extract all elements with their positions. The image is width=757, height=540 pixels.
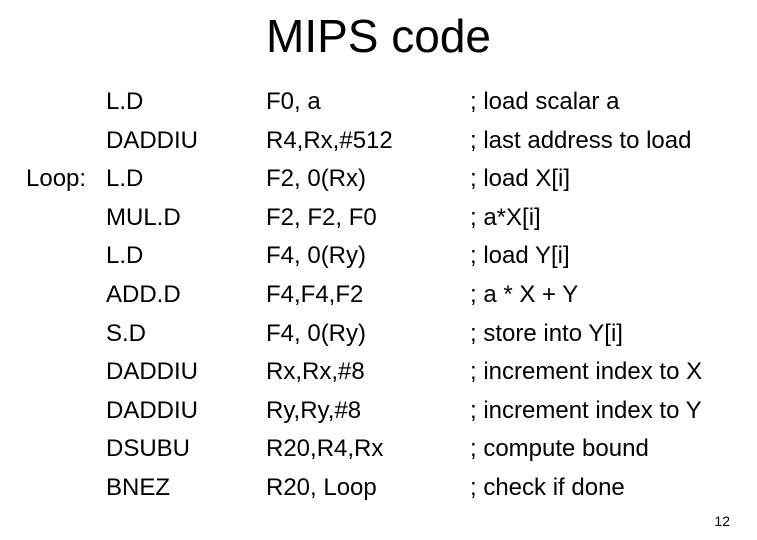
- code-comment: ; load Y[i]: [470, 242, 570, 270]
- code-opcode: S.D: [106, 319, 147, 347]
- code-operands: F2, F2, F0: [266, 203, 377, 231]
- code-opcode: L.D: [106, 242, 144, 270]
- code-opcode: DSUBU: [106, 435, 191, 463]
- code-comment: ; check if done: [470, 473, 625, 501]
- code-comment: ; compute bound: [470, 435, 649, 463]
- code-opcode: DADDIU: [106, 126, 199, 154]
- code-line: S.D F4, 0(Ry) ; store into Y[i]: [0, 315, 757, 354]
- code-line: Loop: L.D F2, 0(Rx) ; load X[i]: [0, 160, 757, 199]
- code-opcode: MUL.D: [106, 203, 181, 231]
- code-operands: R20,R4,Rx: [266, 435, 384, 463]
- code-line: L.D F0, a ; load scalar a: [0, 83, 757, 122]
- code-line: DADDIU Rx,Rx,#8 ; increment index to X: [0, 353, 757, 392]
- page-number: 12: [714, 513, 730, 529]
- code-operands: R20, Loop: [266, 473, 377, 501]
- code-comment: ; load scalar a: [470, 88, 620, 115]
- code-comment: ; increment index to Y: [470, 396, 702, 424]
- code-opcode: L.D: [106, 88, 144, 115]
- code-operands: F4, 0(Ry): [266, 242, 367, 270]
- code-line: DADDIU Ry,Ry,#8 ; increment index to Y: [0, 392, 757, 431]
- code-line: L.D F4, 0(Ry) ; load Y[i]: [0, 237, 757, 276]
- code-operands: R4,Rx,#512: [266, 126, 393, 154]
- code-comment: ; load X[i]: [470, 165, 571, 193]
- code-line: DADDIU R4,Rx,#512 ; last address to load: [0, 122, 757, 161]
- code-opcode: DADDIU: [106, 358, 199, 386]
- code-operands: F4,F4,F2: [266, 280, 364, 308]
- code-line: MUL.D F2, F2, F0 ; a*X[i]: [0, 199, 757, 238]
- code-operands: F2, 0(Rx): [266, 165, 367, 193]
- code-opcode: L.D: [106, 165, 144, 193]
- code-opcode: ADD.D: [106, 280, 181, 308]
- slide-title: MIPS code: [266, 10, 491, 62]
- code-label: Loop:: [26, 165, 87, 193]
- code-comment: ; increment index to X: [470, 358, 703, 386]
- code-opcode: BNEZ: [106, 473, 171, 501]
- code-comment: ; a*X[i]: [470, 203, 541, 231]
- code-line: DSUBU R20,R4,Rx ; compute bound: [0, 430, 757, 469]
- mips-code-listing: L.D F0, a ; load scalar a DADDIU R4,Rx,#…: [0, 83, 757, 508]
- code-comment: ; store into Y[i]: [470, 319, 623, 347]
- code-comment: ; last address to load: [470, 126, 692, 154]
- code-operands: F4, 0(Ry): [266, 319, 367, 347]
- code-line: ADD.D F4,F4,F2 ; a * X + Y: [0, 276, 757, 315]
- code-operands: Rx,Rx,#8: [266, 358, 365, 386]
- code-operands: F0, a: [266, 88, 321, 115]
- code-opcode: DADDIU: [106, 396, 199, 424]
- code-line: BNEZ R20, Loop ; check if done: [0, 469, 757, 508]
- code-comment: ; a * X + Y: [470, 280, 579, 308]
- code-operands: Ry,Ry,#8: [266, 396, 362, 424]
